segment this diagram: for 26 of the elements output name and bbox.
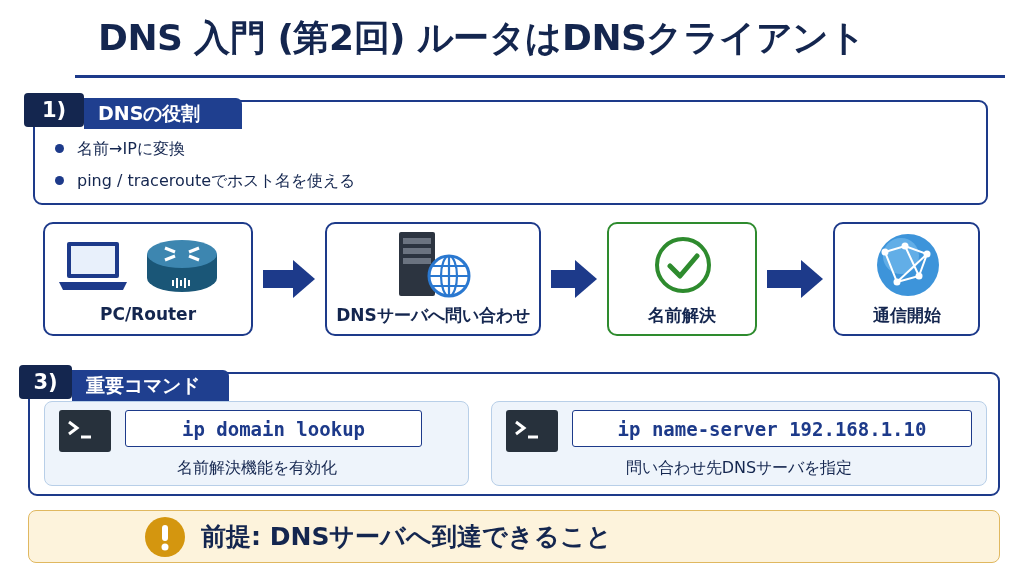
command-card <box>44 401 469 486</box>
command-field: ip name-server 192.168.1.10 <box>572 410 972 447</box>
arrow <box>551 260 597 298</box>
command-description: 問い合わせ先DNSサーバを指定 <box>624 458 854 479</box>
section-heading: 重要コマンド <box>72 370 229 401</box>
command-description: 名前解決機能を有効化 <box>175 458 338 479</box>
command-field: ip domain lookup <box>125 410 422 447</box>
arrow <box>767 260 823 298</box>
bullet-item: 名前→IPに変換 <box>55 139 185 160</box>
section-heading: DNSの役割 <box>84 98 242 129</box>
bullet-item: ping / tracerouteでホスト名を使える <box>55 171 356 192</box>
section-number: 3) <box>19 365 72 399</box>
step-label: 名前解決 <box>647 304 717 327</box>
title: DNS 入門 (第2回) ルータはDNSクライアント <box>98 16 866 60</box>
command-card <box>491 401 987 486</box>
process-box <box>43 222 253 336</box>
step-label: 通信開始 <box>871 304 942 327</box>
process-box <box>607 222 757 336</box>
process-box <box>325 222 541 336</box>
step-label: DNSサーバへ問い合わせ <box>335 304 531 327</box>
note-text: 前提: DNSサーバへ到達できること <box>201 521 613 553</box>
section-number: 1) <box>24 93 84 127</box>
note-banner <box>28 510 1000 563</box>
process-box <box>833 222 980 336</box>
step-label: PC/Router <box>98 304 198 324</box>
arrow <box>263 260 315 298</box>
